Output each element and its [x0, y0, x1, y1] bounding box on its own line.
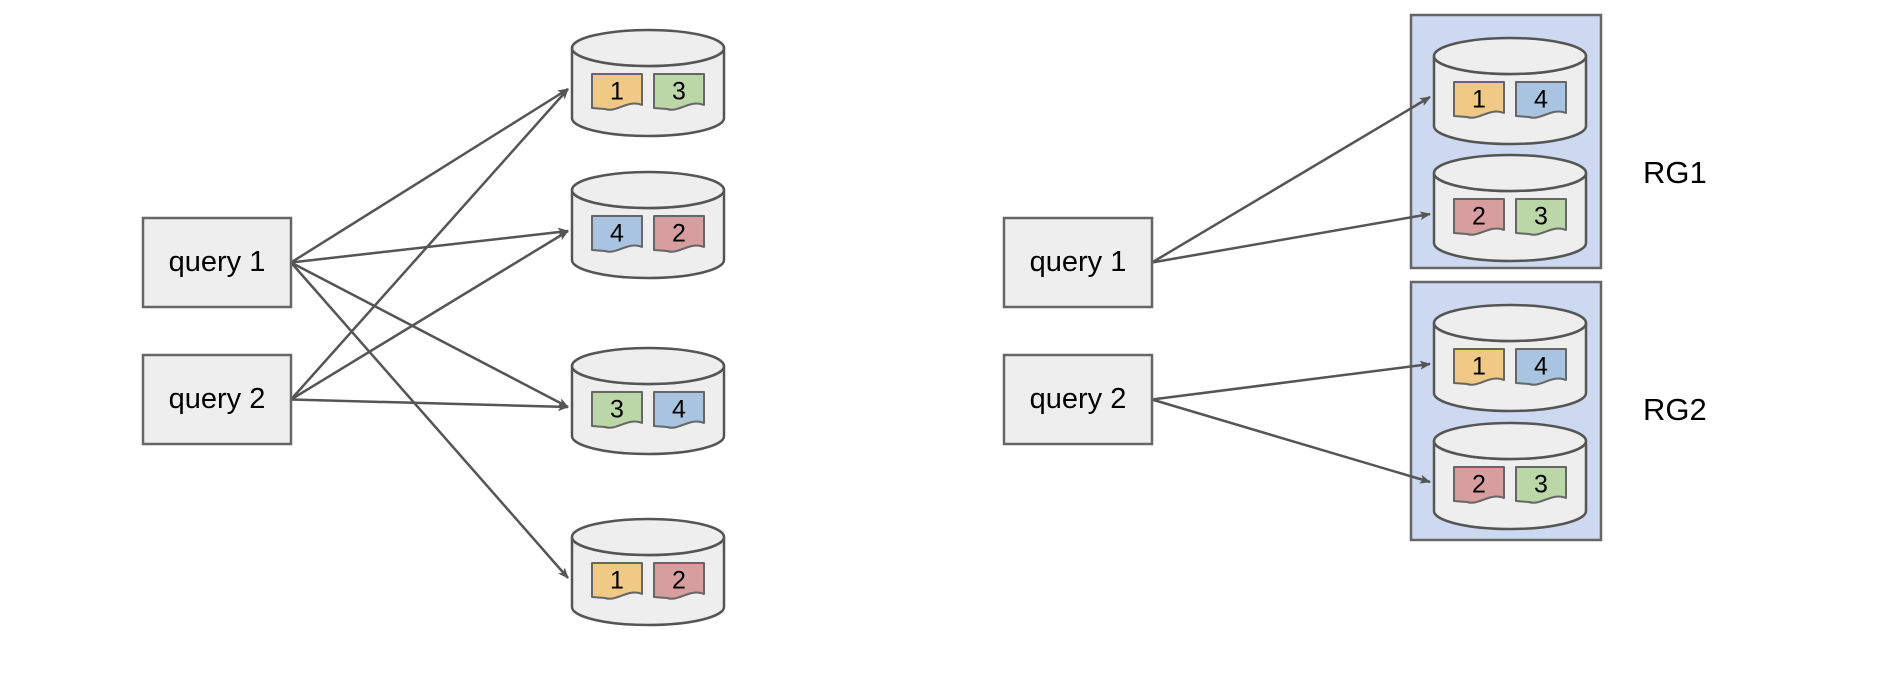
cylinder-top-ellipse	[570, 517, 726, 557]
data-chip[interactable]: 2	[1453, 466, 1505, 504]
chip-shape	[1453, 466, 1505, 504]
flow-arrow	[290, 229, 569, 401]
data-chip[interactable]: 2	[653, 562, 705, 600]
chip-label: 3	[1534, 471, 1548, 499]
cylinder-top-ellipse	[570, 170, 726, 210]
flow-arrow	[1151, 211, 1431, 264]
chip-label: 1	[1472, 353, 1486, 381]
data-chip[interactable]: 1	[591, 562, 643, 600]
chip-label: 2	[1472, 471, 1486, 499]
data-chip[interactable]: 1	[1453, 81, 1505, 119]
cylinder-top-ellipse	[1432, 303, 1588, 343]
chip-shape	[1453, 348, 1505, 386]
data-chip[interactable]: 3	[1515, 198, 1567, 236]
chip-shape	[653, 215, 705, 253]
chip-shape	[1453, 198, 1505, 236]
flow-arrow	[290, 261, 569, 579]
data-chip[interactable]: 3	[653, 73, 705, 111]
chip-shape	[591, 215, 643, 253]
right-group-labels: RG1 RG2	[1643, 155, 1707, 427]
data-chip[interactable]: 4	[591, 215, 643, 253]
group-label-rg1: RG1	[1643, 155, 1707, 190]
chip-label: 2	[1472, 203, 1486, 231]
cylinder-top-ellipse	[570, 346, 726, 386]
flow-arrow	[1151, 360, 1431, 401]
data-chip[interactable]: 4	[653, 391, 705, 429]
chip-shape	[591, 73, 643, 111]
flow-arrow	[290, 87, 569, 264]
chip-shape	[1515, 198, 1567, 236]
chip-label: 1	[610, 78, 624, 106]
node-right-query-2[interactable]: query 2	[1002, 353, 1154, 446]
data-chip[interactable]: 1	[1453, 348, 1505, 386]
chip-label: 3	[610, 396, 624, 424]
left-edges	[290, 87, 569, 579]
group-label-rg2: RG2	[1643, 392, 1707, 427]
flow-arrow	[290, 261, 569, 409]
chip-label: 2	[672, 567, 686, 595]
chip-shape	[1515, 466, 1567, 504]
chip-label: 3	[1534, 203, 1548, 231]
flow-arrow	[290, 227, 569, 264]
data-chip[interactable]: 3	[591, 391, 643, 429]
flow-arrow	[1151, 95, 1431, 264]
chip-shape	[591, 391, 643, 429]
data-chip[interactable]: 2	[653, 215, 705, 253]
chip-shape	[653, 562, 705, 600]
chip-label: 1	[1472, 86, 1486, 114]
node-query-1[interactable]: query 1	[141, 216, 293, 309]
right-query-nodes: query 1 query 2	[1002, 216, 1154, 446]
data-chip[interactable]: 2	[1453, 198, 1505, 236]
data-chip[interactable]: 3	[1515, 466, 1567, 504]
chip-label: 4	[610, 220, 624, 248]
chip-shape	[1515, 81, 1567, 119]
node-query-2[interactable]: query 2	[141, 353, 293, 446]
flow-arrow	[290, 88, 569, 401]
cylinder-top-ellipse	[1432, 153, 1588, 193]
node-right-query-1[interactable]: query 1	[1002, 216, 1154, 309]
chip-label: 3	[672, 78, 686, 106]
cylinder-top-ellipse	[570, 28, 726, 68]
flow-arrow	[1151, 398, 1431, 484]
right-edges	[1151, 95, 1431, 484]
node-query-1-label: query 1	[169, 246, 266, 278]
chip-label: 4	[1534, 353, 1548, 381]
chip-label: 2	[672, 220, 686, 248]
chip-shape	[653, 73, 705, 111]
node-query-2-label: query 2	[169, 383, 266, 415]
chip-shape	[1515, 348, 1567, 386]
flow-arrow	[290, 398, 569, 412]
chip-shape	[591, 562, 643, 600]
left-query-nodes: query 1 query 2	[141, 216, 293, 446]
data-chip[interactable]: 4	[1515, 81, 1567, 119]
chip-shape	[653, 391, 705, 429]
data-chip[interactable]: 4	[1515, 348, 1567, 386]
node-right-query-1-label: query 1	[1030, 246, 1127, 278]
cylinder-top-ellipse	[1432, 421, 1588, 461]
chip-label: 4	[1534, 86, 1548, 114]
chip-label: 4	[672, 396, 686, 424]
chip-label: 1	[610, 567, 624, 595]
cylinder-top-ellipse	[1432, 36, 1588, 76]
node-right-query-2-label: query 2	[1030, 383, 1127, 415]
chip-shape	[1453, 81, 1505, 119]
data-chip[interactable]: 1	[591, 73, 643, 111]
